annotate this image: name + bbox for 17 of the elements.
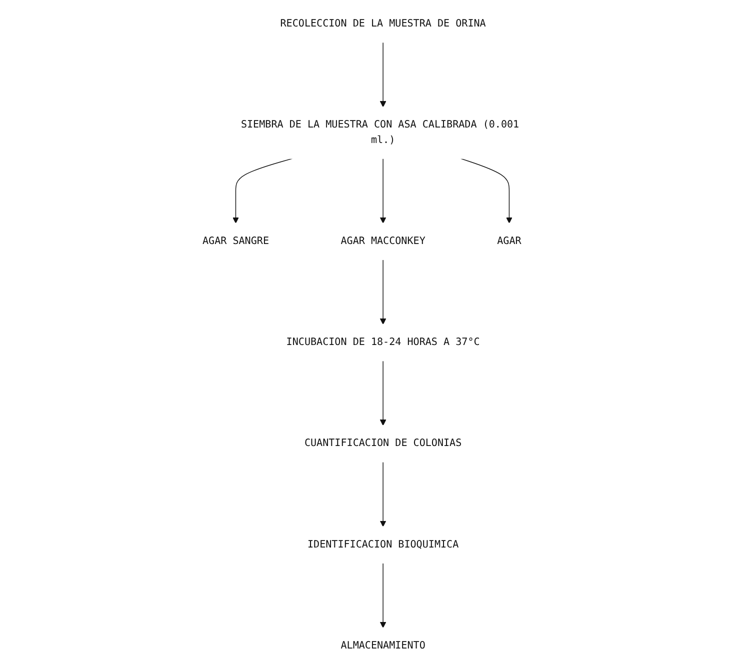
node-text: IDENTIFICACION BIOQUIMICA bbox=[307, 538, 459, 550]
arrow bbox=[380, 42, 386, 108]
arrow bbox=[380, 562, 386, 628]
arrow bbox=[232, 158, 293, 224]
arrow bbox=[380, 259, 386, 325]
node-text: AGAR MACCONKEY bbox=[340, 235, 426, 247]
node-text: AGAR SANGRE bbox=[202, 235, 269, 247]
node-text: ALMACENAMIENTO bbox=[340, 640, 426, 652]
arrow bbox=[380, 360, 386, 426]
node-text: SIEMBRA DE LA MUESTRA CON ASA CALIBRADA (0.001 ml.) bbox=[240, 119, 520, 146]
node-text: RECOLECCION DE LA MUESTRA DE ORINA bbox=[280, 18, 486, 30]
arrow bbox=[380, 158, 386, 224]
arrow bbox=[460, 158, 512, 224]
node-text: INCUBACION DE 18-24 HORAS A 37°C bbox=[286, 336, 480, 348]
node-text: CUANTIFICACION DE COLONIAS bbox=[304, 438, 462, 450]
node-text: AGAR bbox=[497, 235, 522, 247]
arrow bbox=[380, 462, 386, 527]
